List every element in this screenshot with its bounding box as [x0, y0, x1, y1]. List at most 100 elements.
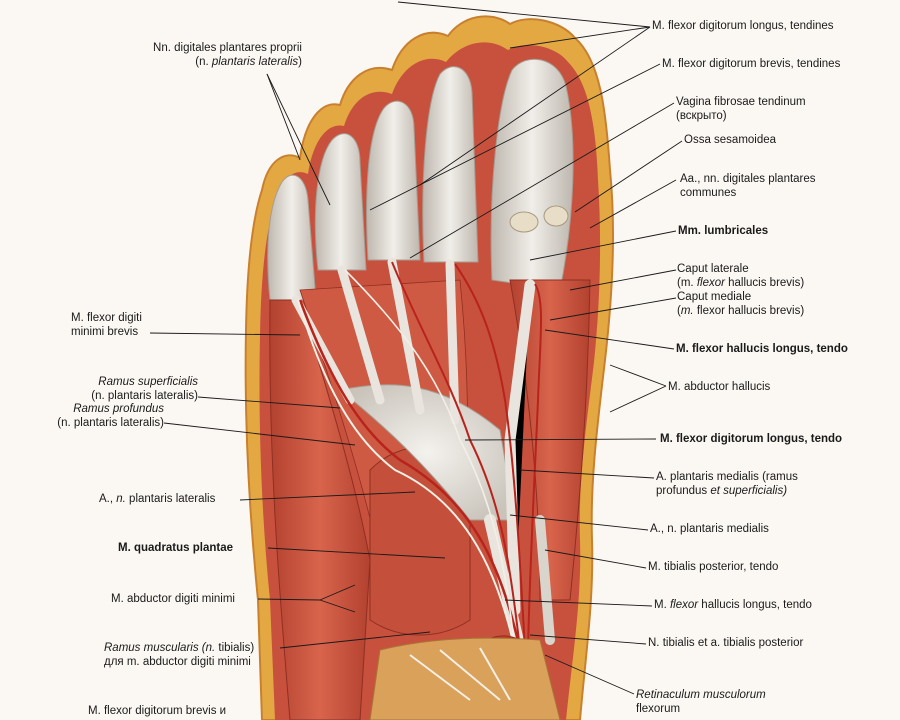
- leader-line: [266, 73, 331, 206]
- label-line: Ramus muscularis (n. tibialis): [104, 641, 254, 655]
- label-a-n-plantaris-medialis: A., n. plantaris medialis: [650, 523, 769, 535]
- label-ramus-superficialis: Ramus superficialis (n. plantaris latera…: [50, 375, 198, 403]
- leader-line: [589, 179, 677, 229]
- label-line: Retinaculum musculorum: [636, 689, 766, 701]
- leader-line: [544, 329, 675, 350]
- leader-lines: [149, 1, 683, 695]
- label-part: Ramus muscularis (: [104, 642, 206, 654]
- leader-line: [267, 547, 446, 559]
- label-part: ): [298, 56, 302, 68]
- leader-line: [239, 491, 416, 501]
- leader-line: [549, 297, 677, 321]
- leader-line: [149, 332, 301, 336]
- label-flexor-digitorum-brevis-bottom: M. flexor digitorum brevis и: [88, 705, 227, 717]
- label-n-tibialis: N. tibialis et a. tibialis posterior: [648, 637, 804, 649]
- leader-line: [569, 269, 677, 291]
- label-caput-laterale: Caput laterale (m. flexor hallucis brevi…: [677, 262, 804, 290]
- leader-line: [257, 598, 321, 601]
- leader-line: [419, 26, 651, 186]
- label-line: profundus et superficialis): [656, 484, 798, 498]
- label-line: communes: [680, 187, 737, 199]
- label-flexor-digiti-minimi: M. flexor digiti minimi brevis: [71, 311, 142, 339]
- label-part: tibialis): [215, 642, 255, 654]
- label-ossa-sesamoidea: Ossa sesamoidea: [684, 134, 777, 146]
- label-part: hallucis longus, tendo: [698, 599, 812, 611]
- label-part: profundus: [656, 485, 711, 497]
- label-nn-digitales: Nn. digitales plantares proprii (n. plan…: [112, 41, 302, 69]
- label-fdl-tendines: M. flexor digitorum longus, tendines: [652, 20, 834, 32]
- label-aa-nn-digitales: Aa., nn. digitales plantares communes: [680, 172, 816, 200]
- label-line: (m. flexor hallucis brevis): [677, 276, 804, 290]
- label-quadratus-plantae: M. quadratus plantae: [118, 542, 234, 554]
- label-a-n-plantaris-lateralis: A., n. plantaris lateralis: [99, 492, 215, 506]
- leader-line: [163, 422, 356, 446]
- label-a-plantaris-medialis: A. plantaris medialis (ramus profundus e…: [656, 470, 798, 498]
- label-vagina-fibrosae: Vagina fibrosae tendinum (вскрыто): [676, 95, 806, 123]
- label-part: superficialis: [137, 376, 198, 388]
- label-line: Ramus superficialis: [50, 375, 198, 389]
- tendons: [291, 257, 555, 656]
- leader-line: [319, 599, 356, 613]
- leader-line: [609, 364, 667, 387]
- label-part: Ramus: [98, 376, 138, 388]
- label-part: flexor: [669, 599, 699, 611]
- label-line: Nn. digitales plantares proprii: [153, 42, 302, 54]
- label-part: (n.: [195, 56, 212, 68]
- label-line: A. plantaris medialis (ramus: [656, 471, 798, 483]
- label-line: Caput laterale: [677, 263, 749, 275]
- leader-line: [529, 634, 647, 645]
- label-part: et superficialis): [710, 485, 788, 497]
- label-fhl-tendo-bottom: M. flexor hallucis longus, tendo: [654, 598, 812, 612]
- label-line: (n. plantaris lateralis): [57, 417, 164, 429]
- label-caput-mediale: Caput mediale (m. flexor hallucis brevis…: [677, 290, 804, 318]
- leader-line: [369, 63, 661, 211]
- leader-line: [509, 26, 651, 49]
- label-line: (вскрыто): [676, 110, 727, 122]
- label-part: M.: [654, 599, 670, 611]
- label-retinaculum: Retinaculum musculorum flexorum: [636, 688, 766, 716]
- leader-line: [529, 230, 677, 261]
- leader-line: [409, 102, 675, 259]
- label-part: n.: [205, 642, 216, 654]
- leader-line: [609, 385, 667, 413]
- label-part: m.: [680, 305, 694, 317]
- label-lumbricales: Mm. lumbricales: [678, 225, 769, 237]
- heel: [369, 637, 561, 720]
- leader-line: [544, 654, 635, 695]
- leader-line: [279, 631, 431, 649]
- label-tibialis-posterior: M. tibialis posterior, tendo: [648, 561, 779, 573]
- label-part: A.,: [99, 493, 117, 505]
- label-abductor-digiti-minimi: M. abductor digiti minimi: [111, 593, 235, 605]
- leader-line: [319, 584, 356, 601]
- label-ramus-profundus: Ramus profundus (n. plantaris lateralis): [30, 402, 164, 430]
- label-part: hallucis brevis): [724, 277, 805, 289]
- label-line: Aa., nn. digitales plantares: [680, 173, 816, 185]
- label-line: (m. flexor hallucis brevis): [677, 304, 804, 318]
- label-ramus-muscularis: Ramus muscularis (n. tibialis) для m. ab…: [104, 641, 254, 669]
- label-part: (: [677, 305, 681, 317]
- label-line: для m. abductor digiti minimi: [104, 656, 251, 668]
- leader-line: [197, 396, 341, 409]
- label-line: (n. plantaris lateralis): [91, 390, 198, 402]
- label-fdl-tendo: M. flexor digitorum longus, tendo: [660, 433, 843, 445]
- label-line: flexorum: [636, 703, 681, 715]
- label-line: (n. plantaris lateralis): [112, 55, 302, 69]
- label-part: plantaris lateralis: [125, 493, 216, 505]
- leader-line: [266, 73, 301, 161]
- label-line: Ramus profundus: [73, 403, 164, 415]
- leader-line: [519, 469, 655, 479]
- leader-line: [504, 599, 653, 607]
- label-fdb-tendines: M. flexor digitorum brevis, tendines: [662, 58, 841, 70]
- label-line: M. flexor digiti: [71, 312, 142, 324]
- label-part: n.: [116, 493, 126, 505]
- leader-line: [544, 549, 647, 569]
- leader-line: [574, 140, 683, 213]
- label-line: Caput mediale: [677, 291, 752, 303]
- label-part: flexor hallucis brevis): [693, 305, 805, 317]
- label-line: Vagina fibrosae tendinum: [676, 96, 806, 108]
- label-part: plantaris lateralis: [211, 56, 299, 68]
- label-line: minimi brevis: [71, 326, 139, 338]
- leader-line: [397, 1, 651, 28]
